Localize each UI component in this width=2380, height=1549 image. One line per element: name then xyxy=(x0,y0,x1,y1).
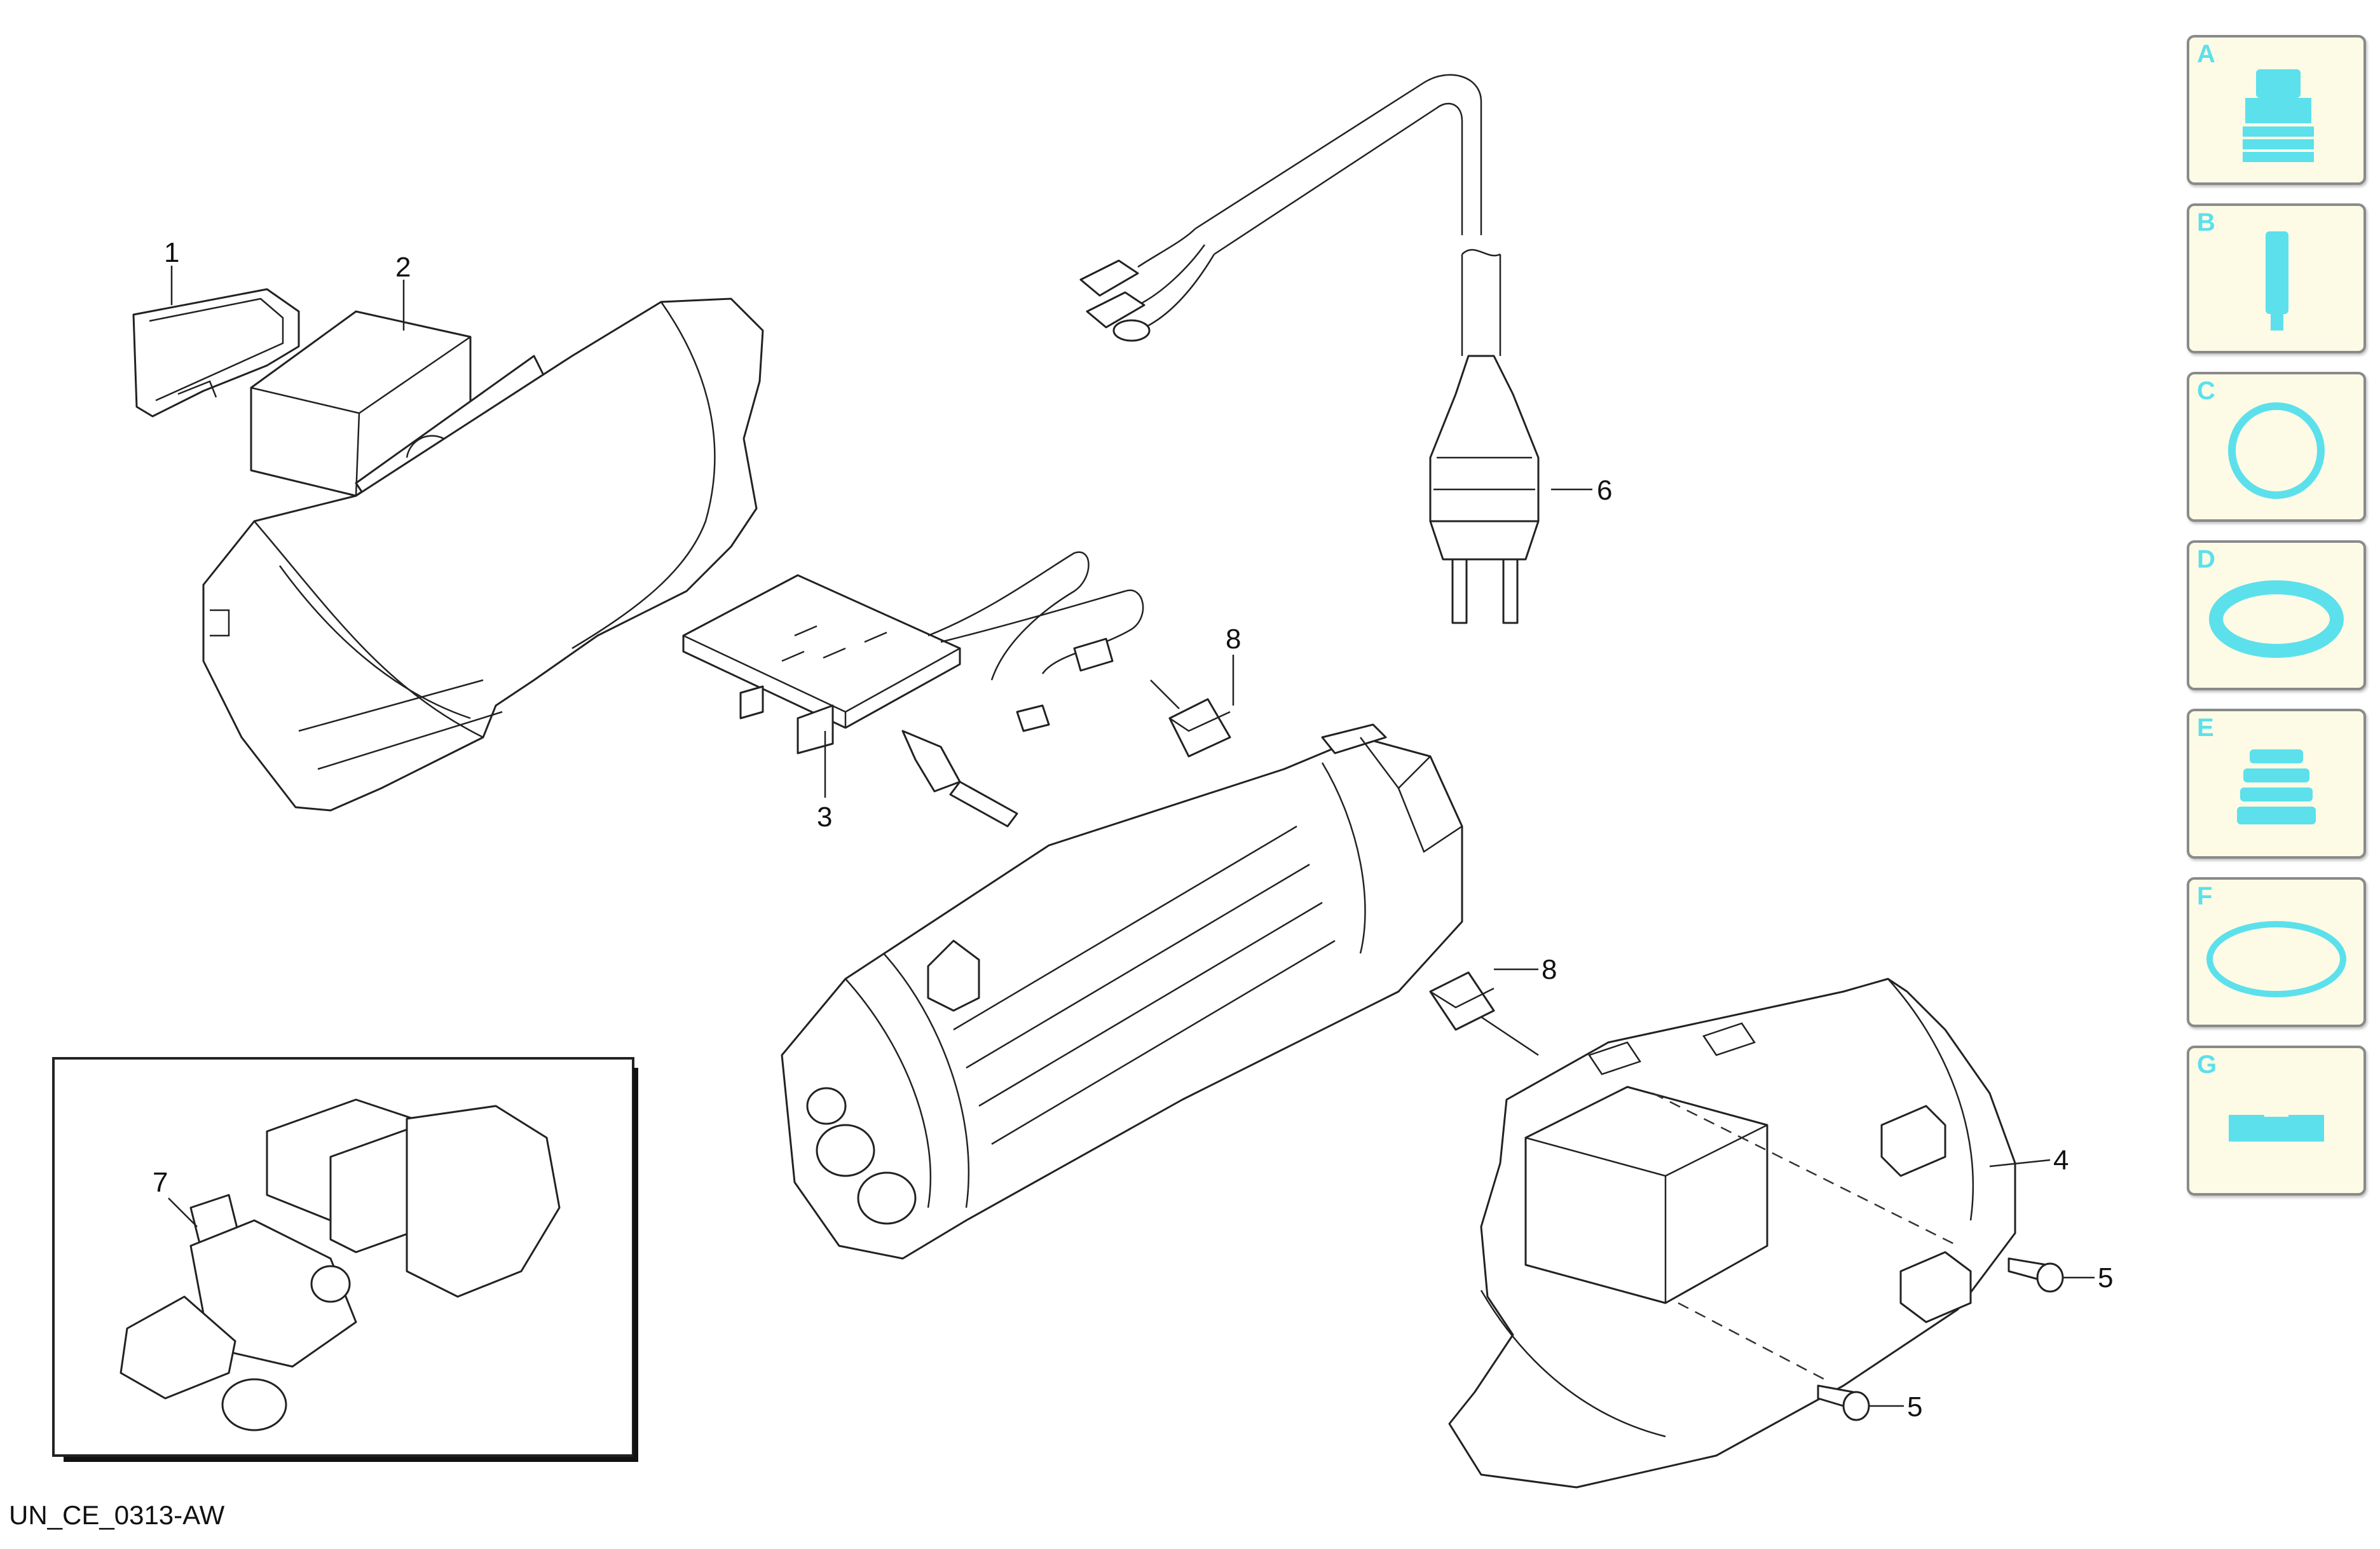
tab-c-letter: C xyxy=(2197,377,2215,405)
callout-4: 4 xyxy=(2053,1145,2069,1176)
drawing-code: UN_CE_0313-AW xyxy=(9,1500,225,1530)
callout-7: 7 xyxy=(153,1167,168,1198)
seal-ring-icon xyxy=(2209,580,2344,658)
callout-labels: 1 2 3 4 5 5 6 7 8 8 xyxy=(153,237,2113,1423)
part-5-screw-lower[interactable] xyxy=(1817,1384,1870,1421)
tab-b-letter: B xyxy=(2197,208,2215,236)
part-4-right-housing-shell[interactable] xyxy=(1448,978,2016,1489)
callout-6: 6 xyxy=(1597,475,1612,506)
callout-3: 3 xyxy=(817,802,832,833)
tab-a[interactable]: A xyxy=(2187,35,2366,185)
tab-d-letter: D xyxy=(2197,545,2215,573)
part-3-circuit-board[interactable] xyxy=(682,551,1144,828)
tab-f[interactable]: F xyxy=(2187,877,2366,1027)
part-6-power-cord[interactable] xyxy=(1079,74,1540,624)
bar-icon xyxy=(2229,1110,2324,1142)
tab-f-letter: F xyxy=(2197,882,2213,910)
electric-motor[interactable] xyxy=(781,723,1463,1260)
o-ring-icon xyxy=(2228,402,2325,499)
flat-ring-icon xyxy=(2206,921,2346,997)
part-5-screw-upper[interactable] xyxy=(2007,1257,2064,1293)
bellows-icon xyxy=(2237,749,2316,824)
cartridge-icon xyxy=(2243,69,2314,162)
leader-lines xyxy=(168,266,2095,1407)
part-8-carbon-brush-lower[interactable] xyxy=(1429,971,1539,1056)
tab-e-letter: E xyxy=(2197,714,2214,742)
tab-c[interactable]: C xyxy=(2187,372,2366,522)
cylinder-icon xyxy=(2266,231,2288,331)
callout-8a: 8 xyxy=(1226,624,1241,655)
tab-a-letter: A xyxy=(2197,40,2215,68)
inset-pump-assembly[interactable] xyxy=(52,1057,638,1462)
callout-5b: 5 xyxy=(1907,1391,1922,1423)
callout-5a: 5 xyxy=(2098,1262,2113,1293)
callout-8b: 8 xyxy=(1542,954,1557,985)
part-8-carbon-brush-upper[interactable] xyxy=(1150,679,1231,758)
tab-b[interactable]: B xyxy=(2187,203,2366,353)
left-housing-shell[interactable] xyxy=(202,297,764,812)
tab-d[interactable]: D xyxy=(2187,540,2366,690)
callout-1: 1 xyxy=(164,237,179,268)
callout-2: 2 xyxy=(395,252,411,283)
tab-g[interactable]: G xyxy=(2187,1046,2366,1196)
part-1-cover[interactable] xyxy=(132,288,300,418)
tab-e[interactable]: E xyxy=(2187,709,2366,859)
tab-g-letter: G xyxy=(2197,1051,2217,1079)
